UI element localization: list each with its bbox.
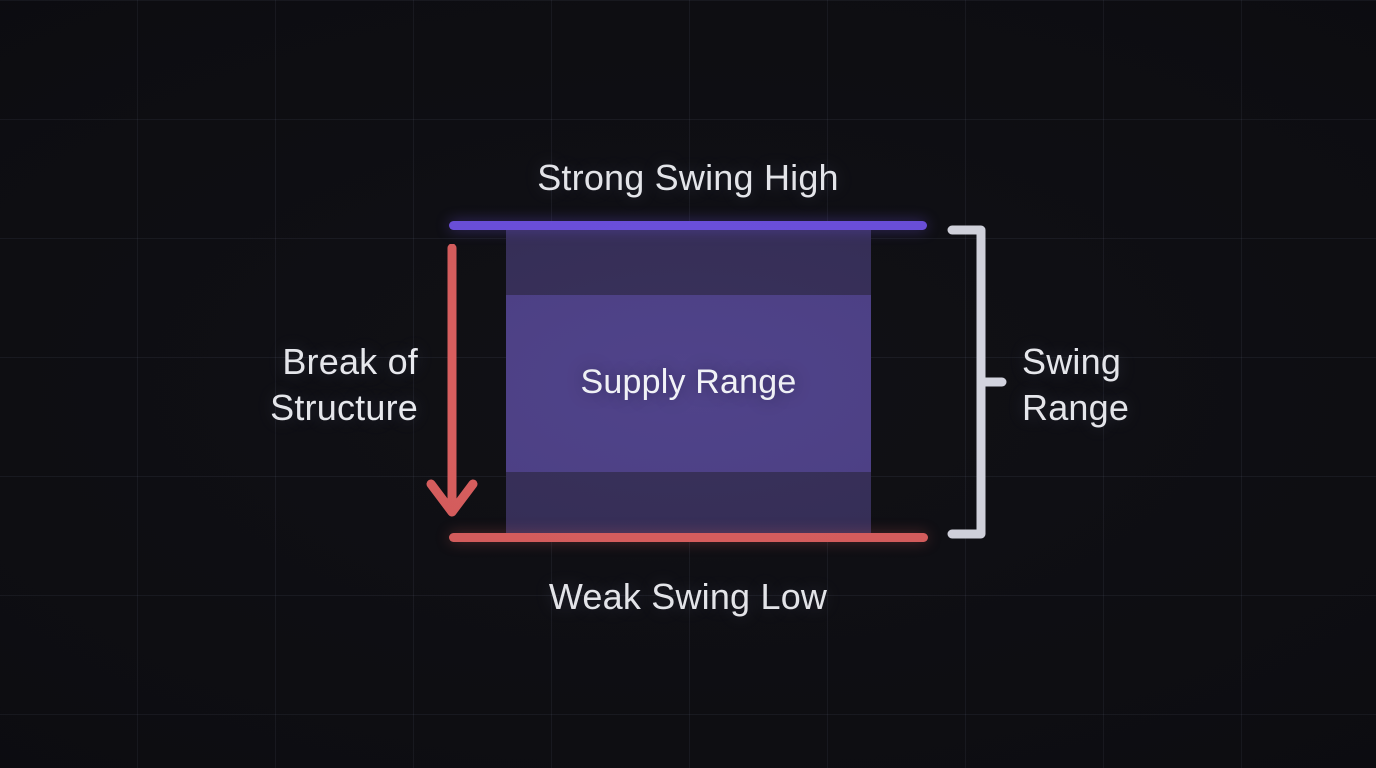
strong-swing-high-label: Strong Swing High (537, 157, 839, 198)
strong-swing-high-line (449, 221, 927, 230)
swing-range-bracket-icon (947, 225, 1007, 539)
supply-zone-inner-band (506, 295, 871, 472)
break-of-structure-label-line2: Structure (270, 387, 418, 428)
weak-swing-low-line (449, 533, 928, 542)
break-of-structure-label-line1: Break of (282, 341, 418, 382)
swing-range-label-line2: Range (1022, 387, 1130, 428)
break-of-structure-arrow-icon (426, 244, 478, 517)
weak-swing-low-label: Weak Swing Low (548, 576, 828, 617)
supply-range-label: Supply Range (580, 363, 797, 401)
swing-range-label-line1: Swing (1022, 341, 1122, 382)
break-of-structure-label: Break of Structure (120, 339, 418, 431)
